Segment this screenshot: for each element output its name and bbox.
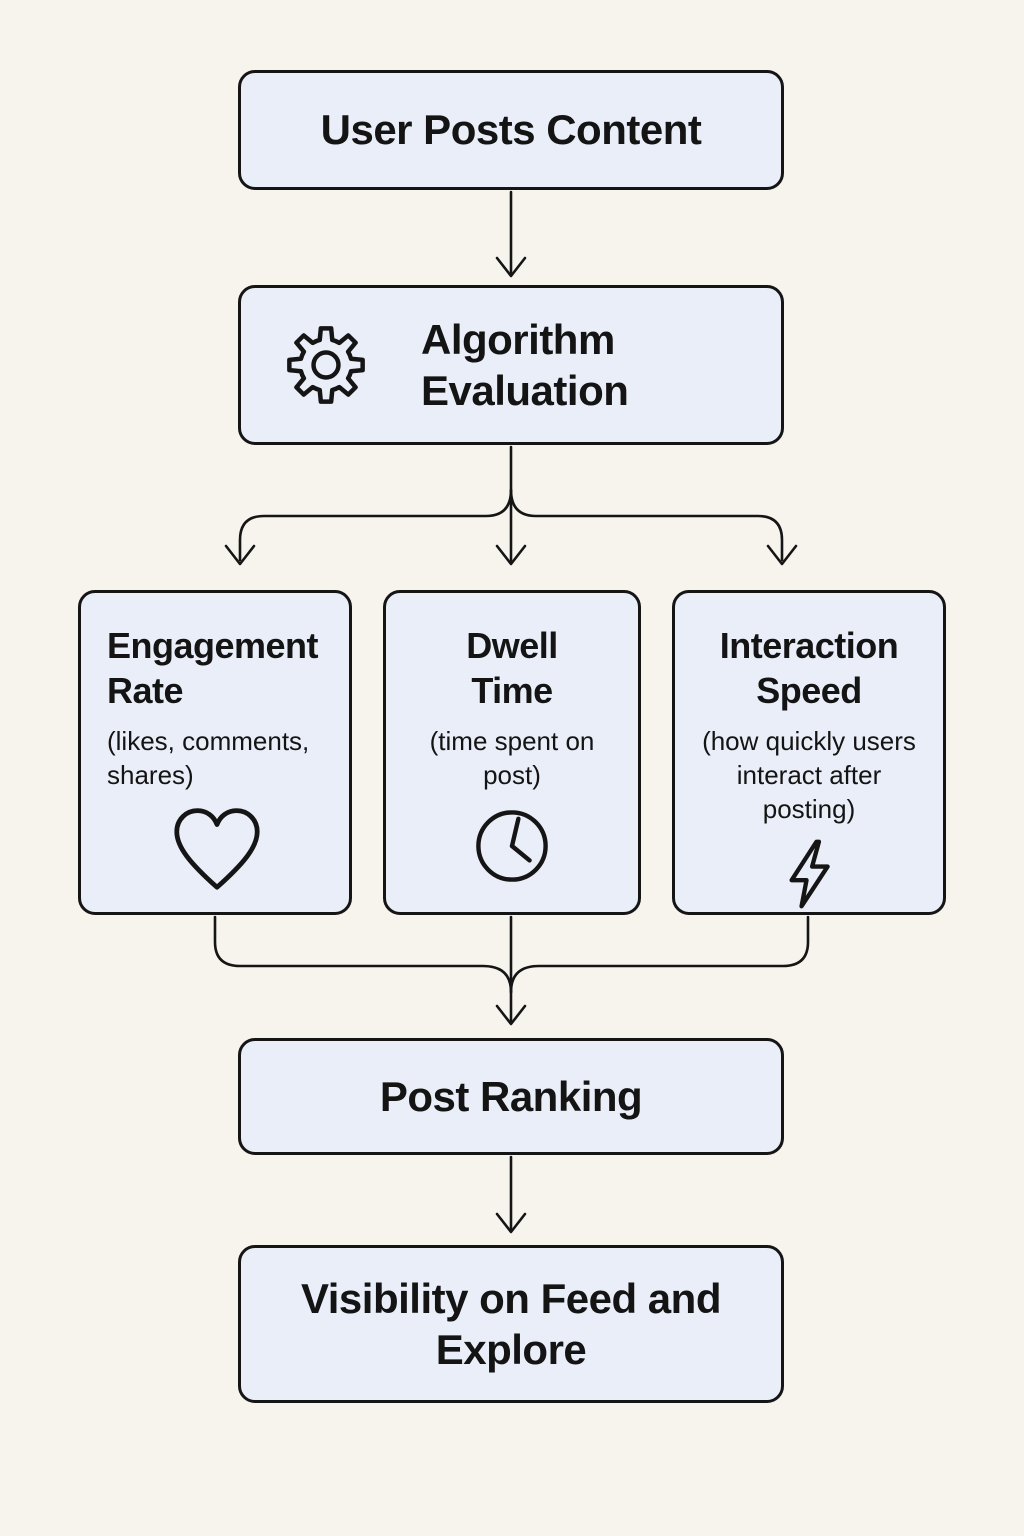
- node-post-ranking: Post Ranking: [238, 1038, 784, 1155]
- connector-engagement-to-merge: [213, 915, 513, 994]
- node-interaction-speed: Interaction Speed (how quickly users int…: [672, 590, 946, 915]
- clock-icon: [472, 803, 552, 890]
- node-post-ranking-label: Post Ranking: [379, 1072, 643, 1120]
- node-interaction-speed-subtitle: (how quickly users interact after postin…: [702, 726, 916, 824]
- connector-interaction-to-merge: [509, 915, 810, 994]
- node-user-posts-content-label: User Posts Content: [320, 106, 702, 154]
- node-dwell-time-subtitle: (time spent on post): [429, 726, 595, 790]
- node-interaction-speed-title: Interaction Speed: [719, 625, 899, 711]
- node-engagement-rate-subtitle: (likes, comments, shares): [107, 726, 310, 790]
- arrow-post-ranking-to-visibility: [495, 1155, 527, 1234]
- node-visibility-feed-explore-label: Visibility on Feed and Explore: [301, 1274, 721, 1373]
- node-engagement-rate-title: Engagement Rate: [107, 625, 319, 711]
- node-user-posts-content: User Posts Content: [238, 70, 784, 190]
- lightning-icon: [778, 836, 840, 912]
- heart-icon: [169, 803, 265, 893]
- arrow-algorithm-to-interaction: [509, 488, 798, 566]
- node-visibility-feed-explore: Visibility on Feed and Explore: [238, 1245, 784, 1403]
- node-engagement-rate: Engagement Rate (likes, comments, shares…: [78, 590, 352, 915]
- arrow-algorithm-to-engagement: [224, 488, 513, 566]
- node-dwell-time-title: Dwell Time: [466, 625, 558, 711]
- node-dwell-time: Dwell Time (time spent on post): [383, 590, 641, 915]
- node-algorithm-evaluation-label: Algorithm Evaluation: [421, 315, 629, 414]
- gear-icon: [283, 322, 369, 408]
- arrow-user-posts-to-algorithm: [495, 190, 527, 278]
- arrow-algorithm-to-dwell: [495, 445, 527, 566]
- arrow-merge-to-post-ranking: [495, 915, 527, 1026]
- node-algorithm-evaluation: Algorithm Evaluation: [238, 285, 784, 445]
